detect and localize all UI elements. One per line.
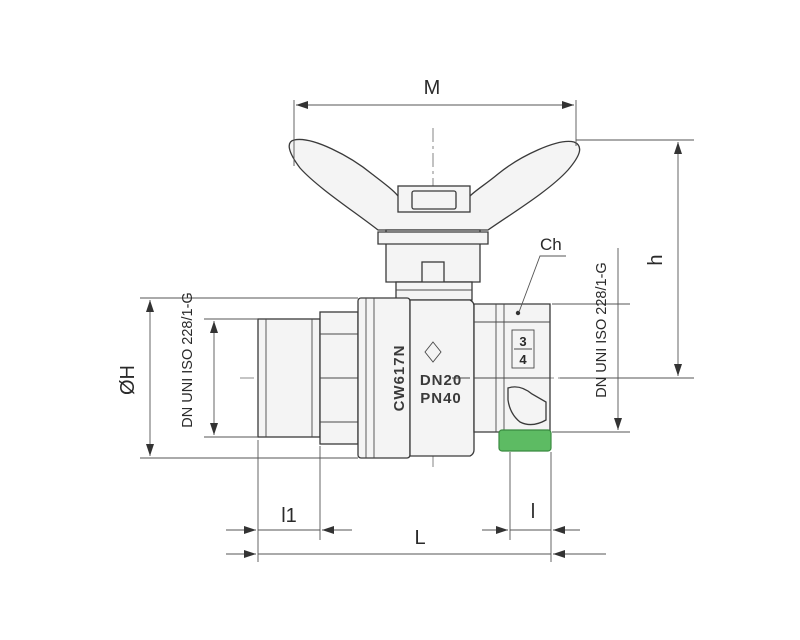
butterfly-handle bbox=[288, 138, 581, 285]
dimension-oh-label: ØH bbox=[117, 365, 139, 395]
left-thread-callout: DN UNI ISO 228/1-G bbox=[180, 292, 258, 438]
dimension-oh: ØH bbox=[117, 297, 358, 459]
dn-mark: DN20 bbox=[420, 372, 462, 389]
pn-mark: PN40 bbox=[420, 390, 462, 407]
size-bottom-mark: 4 bbox=[519, 352, 527, 367]
ch-callout: Ch bbox=[518, 235, 566, 313]
union-nut bbox=[357, 297, 411, 459]
ch-label: Ch bbox=[540, 235, 562, 254]
dimension-l-overall: L bbox=[226, 527, 606, 558]
dimension-m: M bbox=[293, 77, 577, 166]
male-threaded-end bbox=[257, 311, 359, 445]
left-thread-label: DN UNI ISO 228/1-G bbox=[180, 292, 196, 427]
dimension-l-small: l bbox=[482, 452, 580, 562]
dimension-m-label: M bbox=[424, 77, 441, 99]
material-mark: CW617N bbox=[391, 345, 408, 412]
female-threaded-end bbox=[473, 303, 552, 452]
dimension-l1: l1 bbox=[226, 440, 352, 562]
size-top-mark: 3 bbox=[519, 334, 526, 349]
dimension-l-small-label: l bbox=[531, 501, 535, 523]
dimension-h-label: h bbox=[645, 254, 667, 265]
right-thread-label: DN UNI ISO 228/1-G bbox=[594, 262, 610, 397]
body-markings: CW617N DN20 PN40 3 4 bbox=[391, 334, 527, 411]
dimension-h: h bbox=[560, 139, 694, 379]
dimension-l-overall-label: L bbox=[414, 527, 425, 549]
right-thread-callout: DN UNI ISO 228/1-G bbox=[552, 248, 630, 433]
valve-body bbox=[409, 299, 500, 457]
green-cap-indicator bbox=[498, 429, 552, 452]
stem bbox=[395, 281, 473, 301]
dimension-l1-label: l1 bbox=[281, 505, 297, 527]
